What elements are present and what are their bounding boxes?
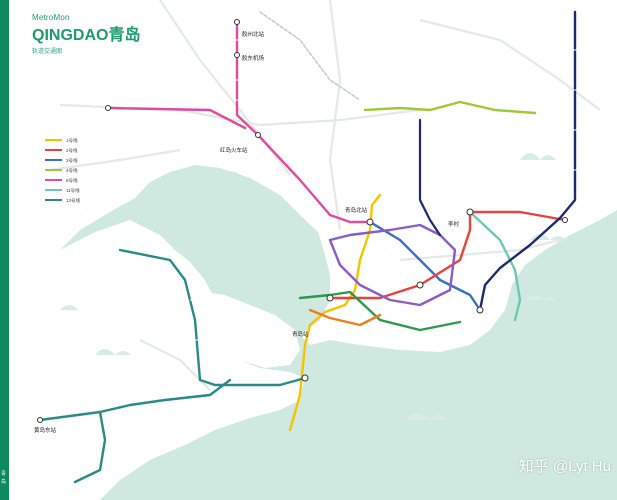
minor-station-ticks bbox=[190, 39, 578, 341]
station-node[interactable] bbox=[366, 218, 374, 226]
station-node[interactable] bbox=[326, 294, 334, 302]
legend-label: 1号线 bbox=[66, 137, 78, 144]
line-13-west[interactable] bbox=[38, 378, 232, 422]
line-legend: 1号线 2号线 3号线 4号线 8号线 11号线 13号线 bbox=[45, 137, 81, 204]
line-8-branch[interactable] bbox=[106, 106, 247, 130]
station-node[interactable] bbox=[562, 217, 568, 223]
metro-lines bbox=[38, 10, 577, 484]
station-label: 胶东机场 bbox=[242, 54, 265, 62]
line-purple[interactable] bbox=[328, 223, 457, 307]
side-strip-char: 岛 bbox=[1, 479, 7, 485]
line-2[interactable] bbox=[328, 210, 567, 300]
map-title: QINGDAO青岛 bbox=[32, 27, 141, 44]
legend-label: 3号线 bbox=[66, 157, 78, 164]
station-node[interactable] bbox=[105, 105, 111, 111]
legend-label: 11号线 bbox=[66, 187, 80, 194]
side-strip: 青 岛 bbox=[0, 0, 9, 500]
station-label: 青岛站 bbox=[292, 330, 309, 338]
station-label: 胶州北站 bbox=[242, 30, 265, 38]
line-n[interactable] bbox=[478, 10, 577, 312]
brand-small-label: MetroMon bbox=[32, 13, 70, 22]
north-land bbox=[9, 0, 617, 352]
station-label: 红岛火车站 bbox=[220, 146, 248, 154]
line-13[interactable] bbox=[118, 248, 307, 387]
line-11[interactable] bbox=[468, 210, 522, 322]
station-node[interactable] bbox=[466, 208, 474, 216]
inner-bay bbox=[160, 168, 310, 300]
line-planned bbox=[259, 11, 361, 101]
side-strip-char: 青 bbox=[1, 471, 7, 477]
station-node[interactable] bbox=[476, 306, 484, 314]
station-node[interactable] bbox=[234, 19, 240, 25]
legend-label: 4号线 bbox=[66, 167, 78, 174]
station-label: 青岛北站 bbox=[345, 206, 368, 214]
station-label: 黄岛东站 bbox=[34, 426, 57, 434]
station-node[interactable] bbox=[416, 281, 424, 289]
line-8[interactable] bbox=[235, 20, 372, 224]
line-4[interactable] bbox=[363, 100, 537, 115]
line-dark[interactable] bbox=[418, 118, 442, 237]
bay-island bbox=[195, 290, 300, 368]
line-orange[interactable] bbox=[308, 308, 382, 327]
watermark: 知乎 @Lyt Hu bbox=[518, 458, 611, 475]
legend-label: 8号线 bbox=[66, 177, 78, 184]
station-label: 李村 bbox=[448, 220, 460, 228]
station-labels: 胶州北站 胶东机场 红岛火车站 青岛北站 李村 青岛站 黄岛东站 bbox=[34, 30, 460, 434]
interchange-stations bbox=[37, 19, 568, 423]
line-3[interactable] bbox=[368, 220, 482, 312]
station-node[interactable] bbox=[255, 132, 261, 138]
station-node[interactable] bbox=[301, 374, 309, 382]
road-network bbox=[49, 0, 601, 391]
line-green[interactable] bbox=[298, 290, 462, 332]
station-node[interactable] bbox=[234, 52, 240, 58]
map-subtitle: 轨道交通图 bbox=[32, 49, 63, 55]
legend-label: 2号线 bbox=[66, 147, 78, 154]
west-land bbox=[9, 220, 305, 500]
brand-block: MetroMon QINGDAO青岛 轨道交通图 bbox=[32, 13, 140, 55]
station-node[interactable] bbox=[37, 417, 43, 423]
legend-label: 13号线 bbox=[66, 197, 81, 204]
line-13-south[interactable] bbox=[73, 410, 107, 484]
